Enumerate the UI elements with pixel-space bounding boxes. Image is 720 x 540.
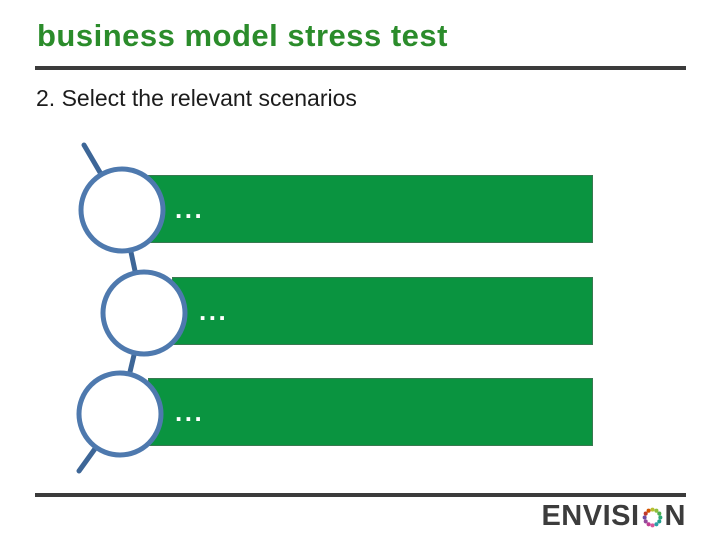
title-divider-line xyxy=(35,66,686,70)
logo-text-suffix: N xyxy=(664,500,686,532)
scenario-bar-1-label: ... xyxy=(175,194,205,224)
scenario-bar-2-label: ... xyxy=(199,296,229,326)
footer-divider-line xyxy=(35,493,686,497)
slide-subtitle: 2. Select the relevant scenarios xyxy=(36,85,357,111)
scenario-bar-3-label: ... xyxy=(175,397,205,427)
envision-logo: ENVISI N xyxy=(541,502,686,531)
scenario-bar-2: ... xyxy=(172,277,593,345)
logo-text-prefix: ENVISI xyxy=(541,500,640,532)
scenario-bar-3: ... xyxy=(148,378,593,446)
zigzag-connector-line xyxy=(76,142,147,474)
slide-title: business model stress test xyxy=(37,18,448,53)
scenario-bar-1: ... xyxy=(148,175,593,243)
logo-swirl-o-icon xyxy=(642,507,662,528)
